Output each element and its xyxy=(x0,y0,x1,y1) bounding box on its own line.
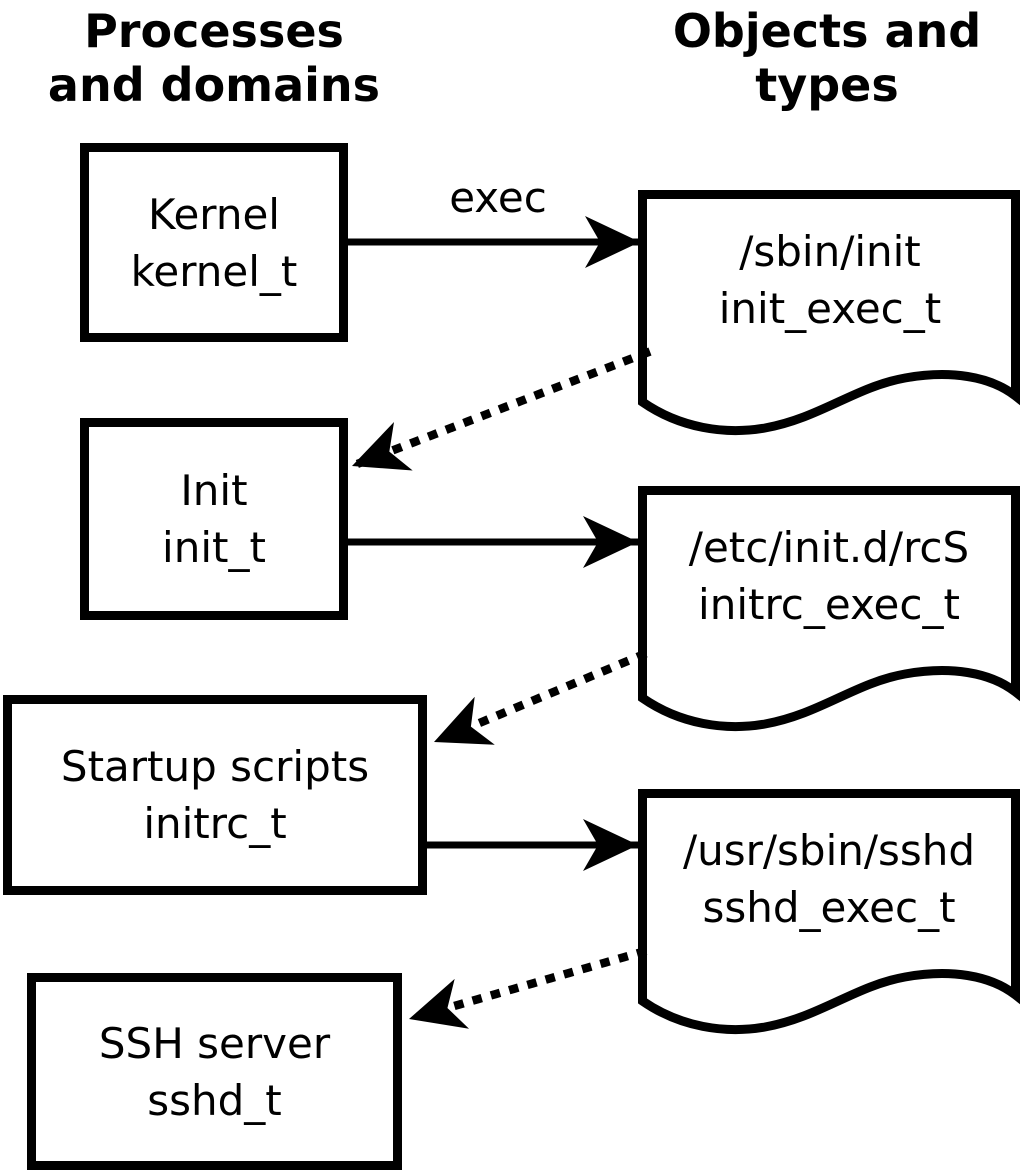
object-doc-etc-initd-rcs xyxy=(638,486,1020,732)
process-box-kernel xyxy=(80,143,348,342)
process-domain: sshd_t xyxy=(147,1075,282,1125)
process-box-startup-scripts xyxy=(3,695,427,895)
object-label-sbin-init: /sbin/init init_exec_t xyxy=(640,196,1020,364)
column-header-processes: Processes and domains xyxy=(0,4,428,112)
process-box-ssh-server xyxy=(27,973,402,1170)
process-name: Kernel xyxy=(148,189,280,239)
process-domain: kernel_t xyxy=(130,246,298,296)
process-domain: init_t xyxy=(162,523,266,572)
object-label-usr-sbin-sshd: /usr/sbin/sshd sshd_exec_t xyxy=(638,795,1020,963)
process-label-ssh-server: SSH server sshd_t xyxy=(27,973,402,1170)
header-line: Objects and xyxy=(672,4,982,58)
process-box-init xyxy=(80,418,348,620)
process-label-kernel: Kernel kernel_t xyxy=(80,143,348,342)
process-name: SSH server xyxy=(98,1018,331,1068)
header-line: and domains xyxy=(47,58,381,112)
header-line: Processes xyxy=(84,4,344,58)
object-path: /etc/init.d/rcS xyxy=(688,523,970,572)
object-path: /usr/sbin/sshd xyxy=(682,826,976,875)
header-line: types xyxy=(755,58,899,112)
process-label-init: Init init_t xyxy=(80,418,348,620)
dotted-arrow-sbin-init-to-init xyxy=(346,347,652,472)
object-label-etc-initd-rcs: /etc/init.d/rcS initrc_exec_t xyxy=(638,492,1020,660)
column-header-objects: Objects and types xyxy=(630,4,1024,112)
object-type: initrc_exec_t xyxy=(698,580,960,629)
object-type: sshd_exec_t xyxy=(702,883,956,932)
dotted-arrow-sshd-to-sshserver xyxy=(403,946,648,1029)
exec-arrow-label: exec xyxy=(449,173,547,222)
object-type: init_exec_t xyxy=(718,284,942,333)
object-doc-usr-sbin-sshd xyxy=(638,789,1020,1035)
object-doc-sbin-init xyxy=(638,190,1020,436)
dotted-arrow-rcs-to-startup xyxy=(428,649,648,748)
process-label-startup-scripts: Startup scripts initrc_t xyxy=(3,695,427,895)
process-name: Init xyxy=(180,466,248,515)
process-domain: initrc_t xyxy=(143,799,287,848)
object-path: /sbin/init xyxy=(739,227,921,276)
process-name: Startup scripts xyxy=(60,742,370,791)
